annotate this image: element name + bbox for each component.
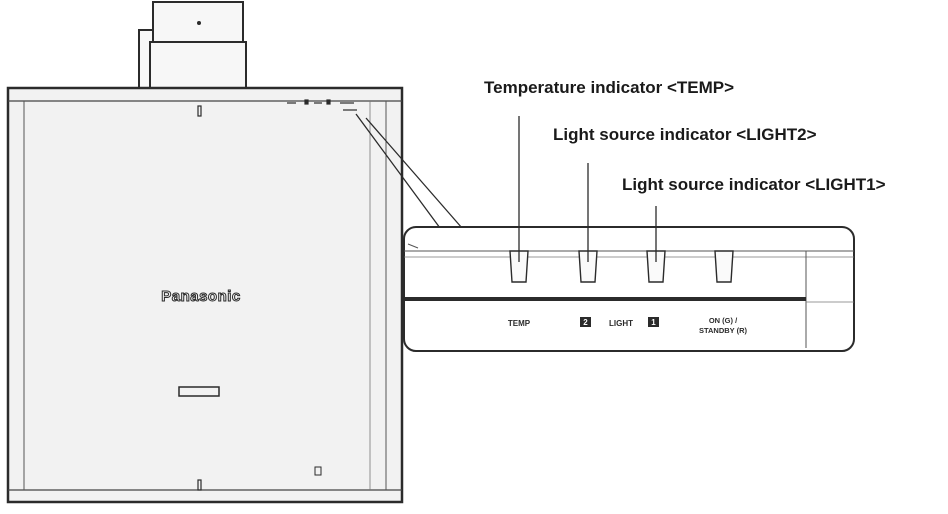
panel-bar bbox=[404, 297, 806, 301]
badge-2 bbox=[580, 317, 591, 327]
zoom-lines bbox=[355, 113, 463, 229]
led-light2 bbox=[578, 250, 598, 283]
callout-light1-indicator: Light source indicator <LIGHT1> bbox=[622, 175, 886, 194]
brand-logo: Panasonic bbox=[161, 288, 241, 305]
label-standby: STANDBY (R) bbox=[699, 326, 748, 335]
leader-lines bbox=[518, 116, 657, 262]
led-temp bbox=[509, 250, 529, 283]
label-light: LIGHT bbox=[609, 319, 633, 328]
panel-corner-mark bbox=[407, 243, 419, 249]
led-on-standby bbox=[714, 250, 734, 283]
bottom-slot bbox=[197, 479, 202, 491]
badge-1 bbox=[648, 317, 659, 327]
label-temp: TEMP bbox=[508, 319, 531, 328]
handle-slot bbox=[178, 386, 220, 397]
top-slot bbox=[197, 105, 202, 117]
label-on: ON (G) / bbox=[709, 316, 738, 325]
body-indicator-area bbox=[287, 99, 357, 111]
lens-dot bbox=[197, 21, 201, 25]
badge-1-text: 1 bbox=[651, 318, 656, 327]
panel-outline bbox=[403, 226, 855, 352]
rear-port bbox=[314, 466, 322, 476]
projector-body: Panasonic bbox=[6, 86, 404, 504]
indicator-panel: TEMP 2 LIGHT 1 ON (G) / STANDBY (R) bbox=[403, 226, 855, 352]
body-outline bbox=[6, 86, 404, 504]
lens-barrel bbox=[149, 41, 247, 91]
lens-assembly bbox=[138, 1, 247, 91]
badge-2-text: 2 bbox=[583, 318, 588, 327]
callout-light2-indicator: Light source indicator <LIGHT2> bbox=[553, 125, 817, 144]
led-light1 bbox=[646, 250, 666, 283]
callout-temperature-indicator: Temperature indicator <TEMP> bbox=[484, 78, 735, 97]
